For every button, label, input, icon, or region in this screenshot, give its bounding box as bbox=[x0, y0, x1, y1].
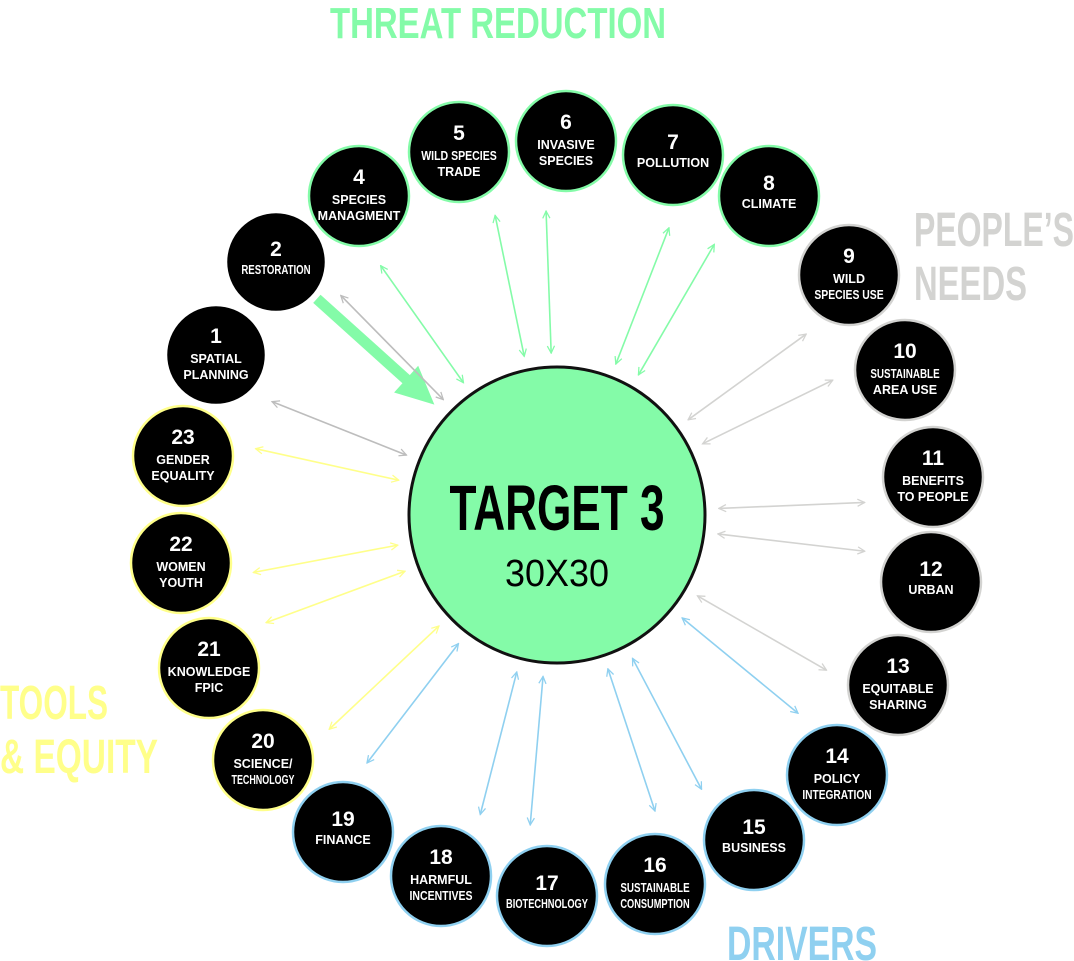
arrow-13 bbox=[697, 596, 826, 670]
arrow-23 bbox=[256, 449, 399, 480]
center-circle bbox=[407, 365, 707, 665]
node-target-1[interactable] bbox=[164, 303, 268, 407]
center-subtitle: 30X30 bbox=[505, 553, 609, 595]
node-target-11[interactable] bbox=[881, 425, 985, 529]
node-target-9[interactable] bbox=[797, 223, 901, 327]
node-circle bbox=[307, 144, 411, 248]
node-circle bbox=[129, 511, 233, 615]
arrow-17 bbox=[530, 676, 543, 825]
node-circle bbox=[291, 780, 395, 884]
node-target-15[interactable] bbox=[702, 788, 806, 892]
node-target-14[interactable] bbox=[785, 723, 889, 827]
node-target-23[interactable] bbox=[131, 404, 235, 508]
arrow-20 bbox=[329, 626, 439, 729]
node-circle bbox=[797, 223, 901, 327]
node-circle bbox=[879, 530, 983, 634]
node-circle bbox=[621, 103, 725, 207]
arrow-18 bbox=[480, 672, 517, 815]
node-circle bbox=[785, 723, 889, 827]
node-circle bbox=[514, 89, 618, 193]
node-target-12[interactable] bbox=[879, 530, 983, 634]
node-target-4[interactable] bbox=[307, 144, 411, 248]
node-circle bbox=[224, 210, 328, 314]
group-label-tools-2: & EQUITY bbox=[0, 731, 158, 784]
arrow-14 bbox=[682, 618, 798, 713]
node-circle bbox=[131, 404, 235, 508]
node-circle bbox=[389, 824, 493, 928]
node-target-13[interactable] bbox=[846, 633, 950, 737]
node-circle bbox=[407, 100, 511, 204]
node-target-19[interactable] bbox=[291, 780, 395, 884]
group-label-peoples-needs-2: NEEDS bbox=[914, 258, 1027, 311]
node-target-21[interactable] bbox=[157, 616, 261, 720]
node-target-18[interactable] bbox=[389, 824, 493, 928]
node-circle bbox=[603, 832, 707, 936]
arrow-6 bbox=[546, 211, 551, 353]
arrow-1 bbox=[272, 402, 406, 455]
node-target-6[interactable] bbox=[514, 89, 618, 193]
node-target-5[interactable] bbox=[407, 100, 511, 204]
node-circle bbox=[164, 303, 268, 407]
group-label-peoples-needs-1: PEOPLE’S bbox=[914, 204, 1074, 257]
arrow-19 bbox=[367, 644, 459, 763]
node-target-20[interactable] bbox=[211, 708, 315, 812]
arrow-15 bbox=[631, 658, 703, 789]
node-circle bbox=[881, 425, 985, 529]
arrow-11 bbox=[719, 502, 865, 508]
arrow-9 bbox=[688, 334, 806, 420]
node-circle bbox=[702, 788, 806, 892]
arrow-7 bbox=[616, 228, 669, 364]
arrows-layer bbox=[253, 211, 864, 825]
node-target-2[interactable] bbox=[224, 210, 328, 314]
node-target-8[interactable] bbox=[717, 144, 821, 248]
group-label-threat-reduction: THREAT REDUCTION bbox=[330, 0, 666, 48]
node-target-17[interactable] bbox=[495, 844, 599, 948]
node-circle bbox=[495, 844, 599, 948]
node-target-16[interactable] bbox=[603, 832, 707, 936]
arrow-22 bbox=[253, 545, 397, 572]
node-circle bbox=[211, 708, 315, 812]
group-label-tools-1: TOOLS bbox=[0, 677, 108, 730]
node-circle bbox=[157, 616, 261, 720]
center-title: TARGET 3 bbox=[450, 472, 665, 544]
group-label-drivers: DRIVERS bbox=[727, 918, 877, 961]
node-target-10[interactable] bbox=[853, 318, 957, 422]
nodes-layer bbox=[129, 89, 985, 948]
arrow-2-thick bbox=[313, 294, 420, 392]
arrow-4 bbox=[381, 266, 464, 383]
arrow-12 bbox=[718, 534, 865, 551]
node-target-22[interactable] bbox=[129, 511, 233, 615]
arrow-2 bbox=[341, 295, 444, 399]
node-circle bbox=[717, 144, 821, 248]
arrow-21 bbox=[266, 571, 405, 622]
arrow-10 bbox=[703, 379, 833, 445]
arrow-16 bbox=[608, 669, 655, 811]
arrow-8 bbox=[638, 244, 714, 375]
arrow-5 bbox=[495, 215, 524, 356]
node-target-7[interactable] bbox=[621, 103, 725, 207]
node-circle bbox=[853, 318, 957, 422]
node-circle bbox=[846, 633, 950, 737]
